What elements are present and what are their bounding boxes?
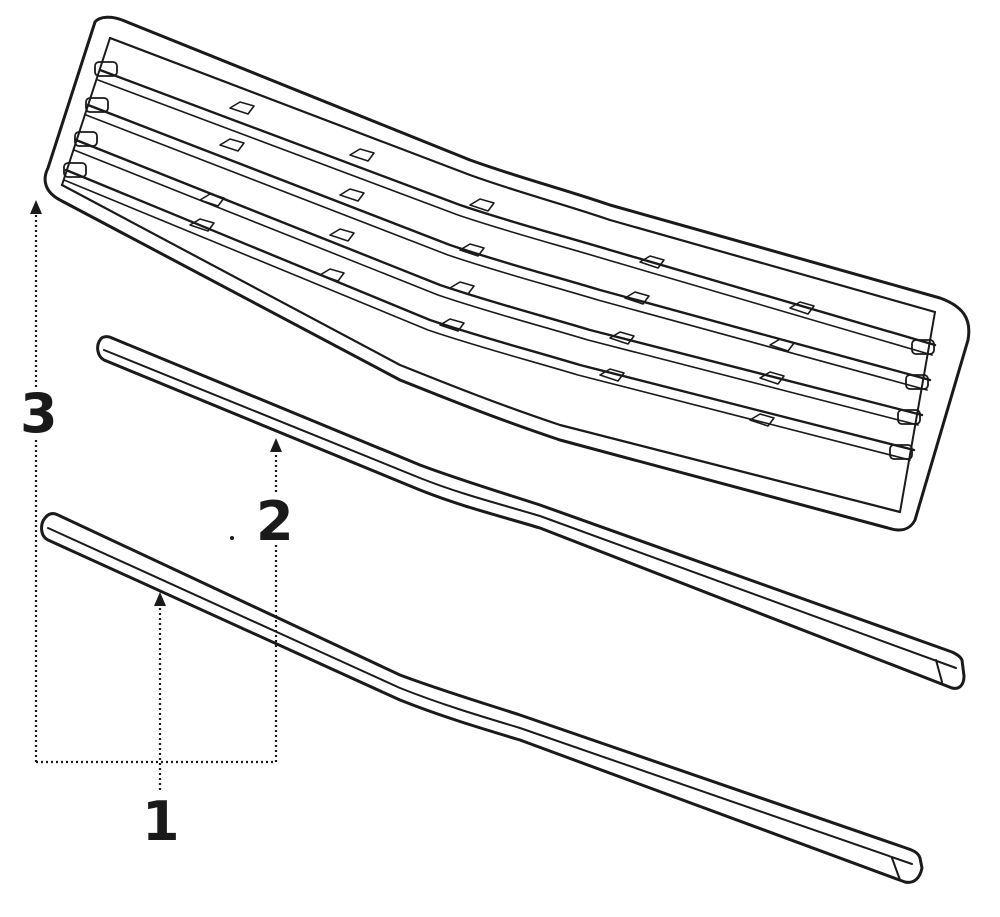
grille-assembly (43, 15, 971, 532)
ink-dot (230, 536, 234, 540)
grille-left-tabs (63, 61, 118, 178)
callout-2: 2 (256, 490, 294, 553)
lower-molding (40, 512, 924, 884)
arrowhead-2 (270, 438, 282, 452)
arrowhead-1 (154, 592, 166, 606)
upper-molding (96, 335, 966, 690)
grille-clips (189, 101, 815, 427)
leader-arrowheads (30, 200, 282, 606)
leader-lines (34, 210, 278, 790)
callout-3: 3 (20, 382, 58, 445)
grille-right-tabs (889, 339, 935, 460)
arrowhead-3 (30, 200, 42, 214)
callout-1: 1 (142, 790, 180, 853)
